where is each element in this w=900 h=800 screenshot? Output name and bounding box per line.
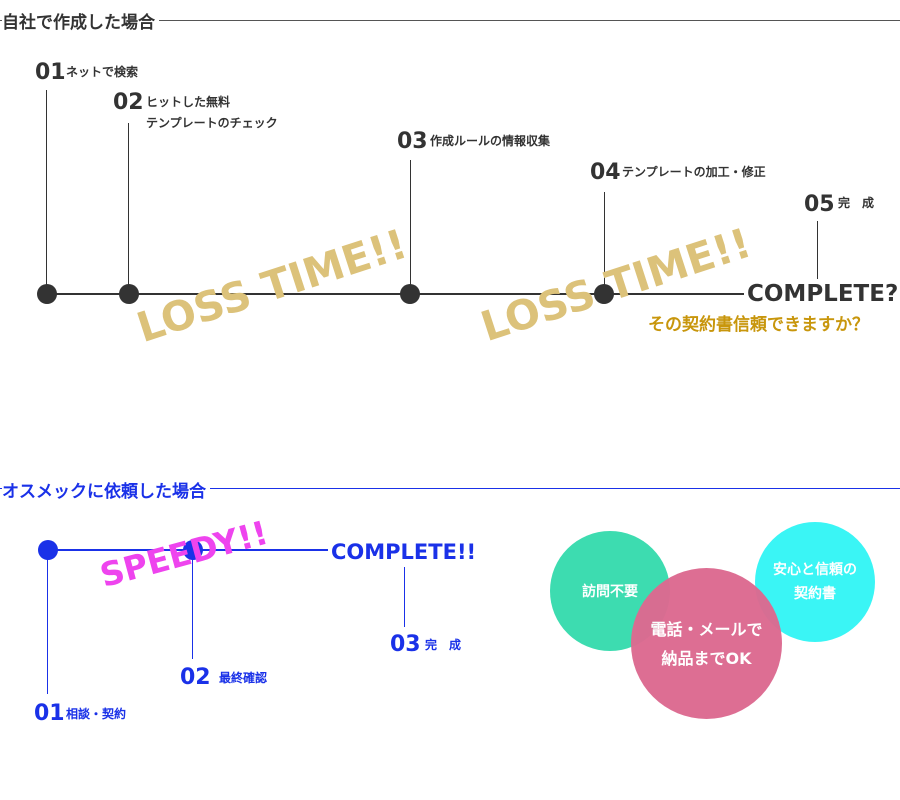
step1-dot xyxy=(37,284,57,304)
venn-center-label-line2: 納品までOK xyxy=(661,648,752,668)
s2-step1-label: 相談・契約 xyxy=(66,707,127,721)
s2-step1-dot xyxy=(38,540,58,560)
s2-step2-dot xyxy=(183,540,203,560)
loss-time-stamp-1: LOSS TIME!! xyxy=(131,219,413,352)
step2-label-line2: テンプレートのチェック xyxy=(146,116,278,130)
section1-complete: COMPLETE? xyxy=(747,281,899,307)
step4-label: テンプレートの加工・修正 xyxy=(622,165,766,179)
section2-title-rule xyxy=(0,488,900,489)
venn-right-label-line2: 契約書 xyxy=(794,586,836,602)
venn-left-label: 訪問不要 xyxy=(582,584,638,600)
step1-connector xyxy=(46,90,47,294)
section1-timeline xyxy=(46,293,744,295)
s2-step1-number: 01 xyxy=(34,701,65,726)
step2-connector xyxy=(128,123,129,294)
step4-dot xyxy=(594,284,614,304)
s2-step3-connector xyxy=(404,567,405,627)
step3-dot xyxy=(400,284,420,304)
section1-question: その契約書信頼できますか？ xyxy=(648,315,869,335)
step1-number: 01 xyxy=(35,60,66,85)
venn-circle-right: 安心と信頼の 契約書 xyxy=(755,522,875,642)
s2-step3-label: 完 成 xyxy=(425,638,462,652)
section1-title-rule xyxy=(0,20,900,21)
step2-number: 02 xyxy=(113,90,144,115)
step4-connector xyxy=(604,192,605,294)
step5-connector xyxy=(817,221,818,279)
step3-label: 作成ルールの情報収集 xyxy=(430,134,551,148)
s2-step2-connector xyxy=(192,551,193,659)
step2-label-line1: ヒットした無料 xyxy=(146,95,231,109)
s2-step2-label: 最終確認 xyxy=(219,671,268,685)
step2-dot xyxy=(119,284,139,304)
step4-number: 04 xyxy=(590,160,621,185)
section2-title: オスメックに依頼した場合 xyxy=(2,477,210,502)
venn-center-label-line1: 電話・メールで xyxy=(650,619,763,639)
step1-label: ネットで検索 xyxy=(66,65,139,79)
section2-complete: COMPLETE!! xyxy=(331,540,477,564)
s2-step3-number: 03 xyxy=(390,632,421,657)
s2-step1-connector xyxy=(47,551,48,694)
section1-title: 自社で作成した場合 xyxy=(2,8,159,33)
step5-number: 05 xyxy=(804,192,835,217)
step5-label: 完 成 xyxy=(838,196,875,210)
step3-connector xyxy=(410,160,411,294)
speedy-stamp: SPEEDY!! xyxy=(95,512,273,595)
step3-number: 03 xyxy=(397,129,428,154)
venn-circle-center: 電話・メールで 納品までOK xyxy=(631,568,782,719)
s2-step2-number: 02 xyxy=(180,665,211,690)
venn-right-label-line1: 安心と信頼の xyxy=(773,562,857,578)
